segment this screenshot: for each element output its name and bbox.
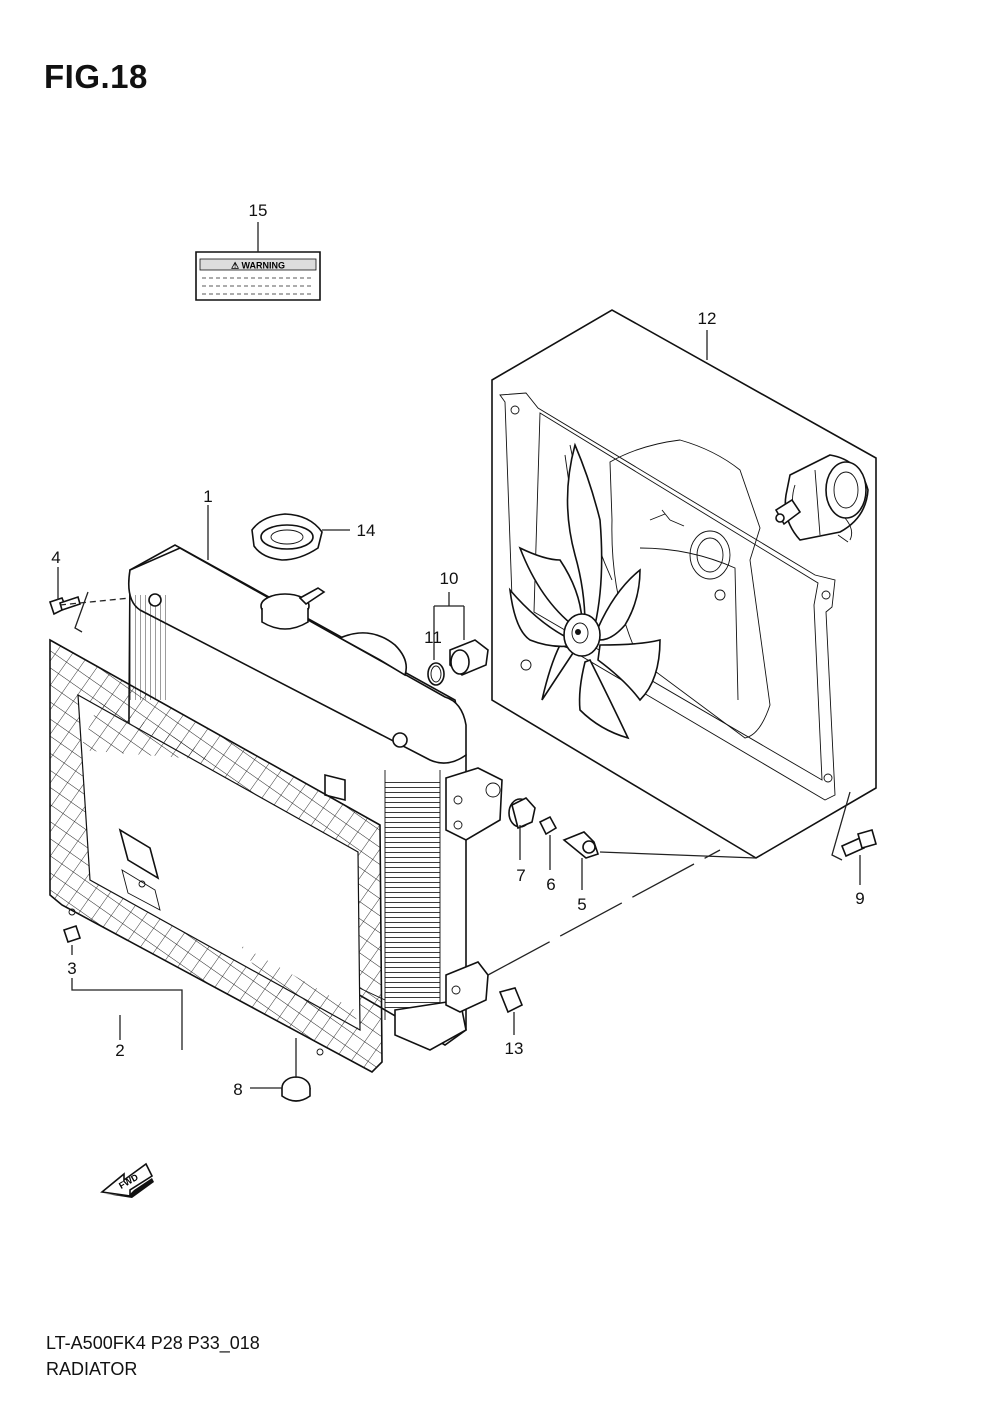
cooling-fan bbox=[508, 442, 661, 740]
callout-4: 4 bbox=[51, 548, 60, 567]
warning-label-text: ⚠ WARNING bbox=[231, 261, 285, 271]
leader-lines bbox=[57, 222, 861, 1089]
clip-nut-13 bbox=[498, 987, 524, 1014]
callout-5: 5 bbox=[577, 895, 586, 914]
callout-13: 13 bbox=[505, 1039, 524, 1058]
bolt-9 bbox=[840, 829, 877, 858]
radiator-cap bbox=[251, 513, 323, 561]
callout-9: 9 bbox=[855, 889, 864, 908]
clip-3 bbox=[62, 924, 82, 944]
callout-8: 8 bbox=[233, 1080, 242, 1099]
callout-10: 10 bbox=[440, 569, 459, 588]
callout-12: 12 bbox=[698, 309, 717, 328]
callout-3: 3 bbox=[67, 959, 76, 978]
cushion-7 bbox=[508, 797, 536, 830]
thermo-switch bbox=[427, 639, 489, 686]
collar-6 bbox=[538, 815, 558, 836]
callout-15: 15 bbox=[249, 201, 268, 220]
callout-11: 11 bbox=[424, 628, 442, 647]
warning-label: ⚠ WARNING bbox=[195, 251, 321, 301]
fwd-arrow-icon: FWD bbox=[100, 1162, 154, 1198]
callout-1: 1 bbox=[203, 487, 212, 506]
callout-numbers: 15 12 1 14 4 10 11 7 6 5 9 3 13 2 8 bbox=[51, 201, 864, 1099]
callout-14: 14 bbox=[357, 521, 376, 540]
callout-7: 7 bbox=[516, 866, 525, 885]
section-name: RADIATOR bbox=[46, 1359, 138, 1379]
grommet-8 bbox=[281, 1076, 311, 1102]
bolt-4 bbox=[48, 595, 81, 616]
callout-2: 2 bbox=[115, 1041, 124, 1060]
model-code: LT-A500FK4 P28 P33_018 bbox=[46, 1333, 260, 1353]
radiator-guard bbox=[49, 638, 383, 1073]
fan-motor bbox=[649, 454, 869, 543]
bolt-5 bbox=[562, 831, 600, 859]
callout-6: 6 bbox=[546, 875, 555, 894]
figure-title: FIG.18 bbox=[44, 58, 148, 95]
